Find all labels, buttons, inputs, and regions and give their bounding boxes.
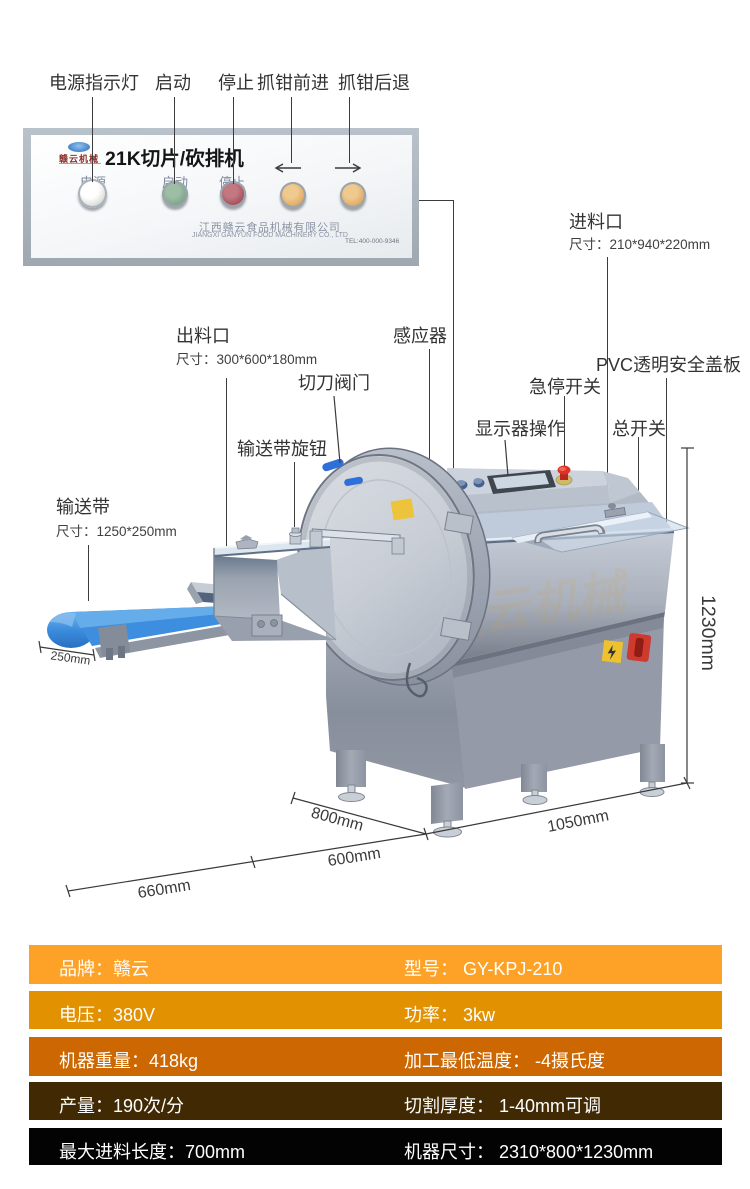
svg-text:1230mm: 1230mm: [697, 595, 719, 671]
svg-text:800mm: 800mm: [309, 805, 365, 835]
svg-text:660mm: 660mm: [137, 877, 192, 902]
svg-text:250mm: 250mm: [50, 648, 92, 667]
svg-text:1050mm: 1050mm: [546, 807, 610, 836]
